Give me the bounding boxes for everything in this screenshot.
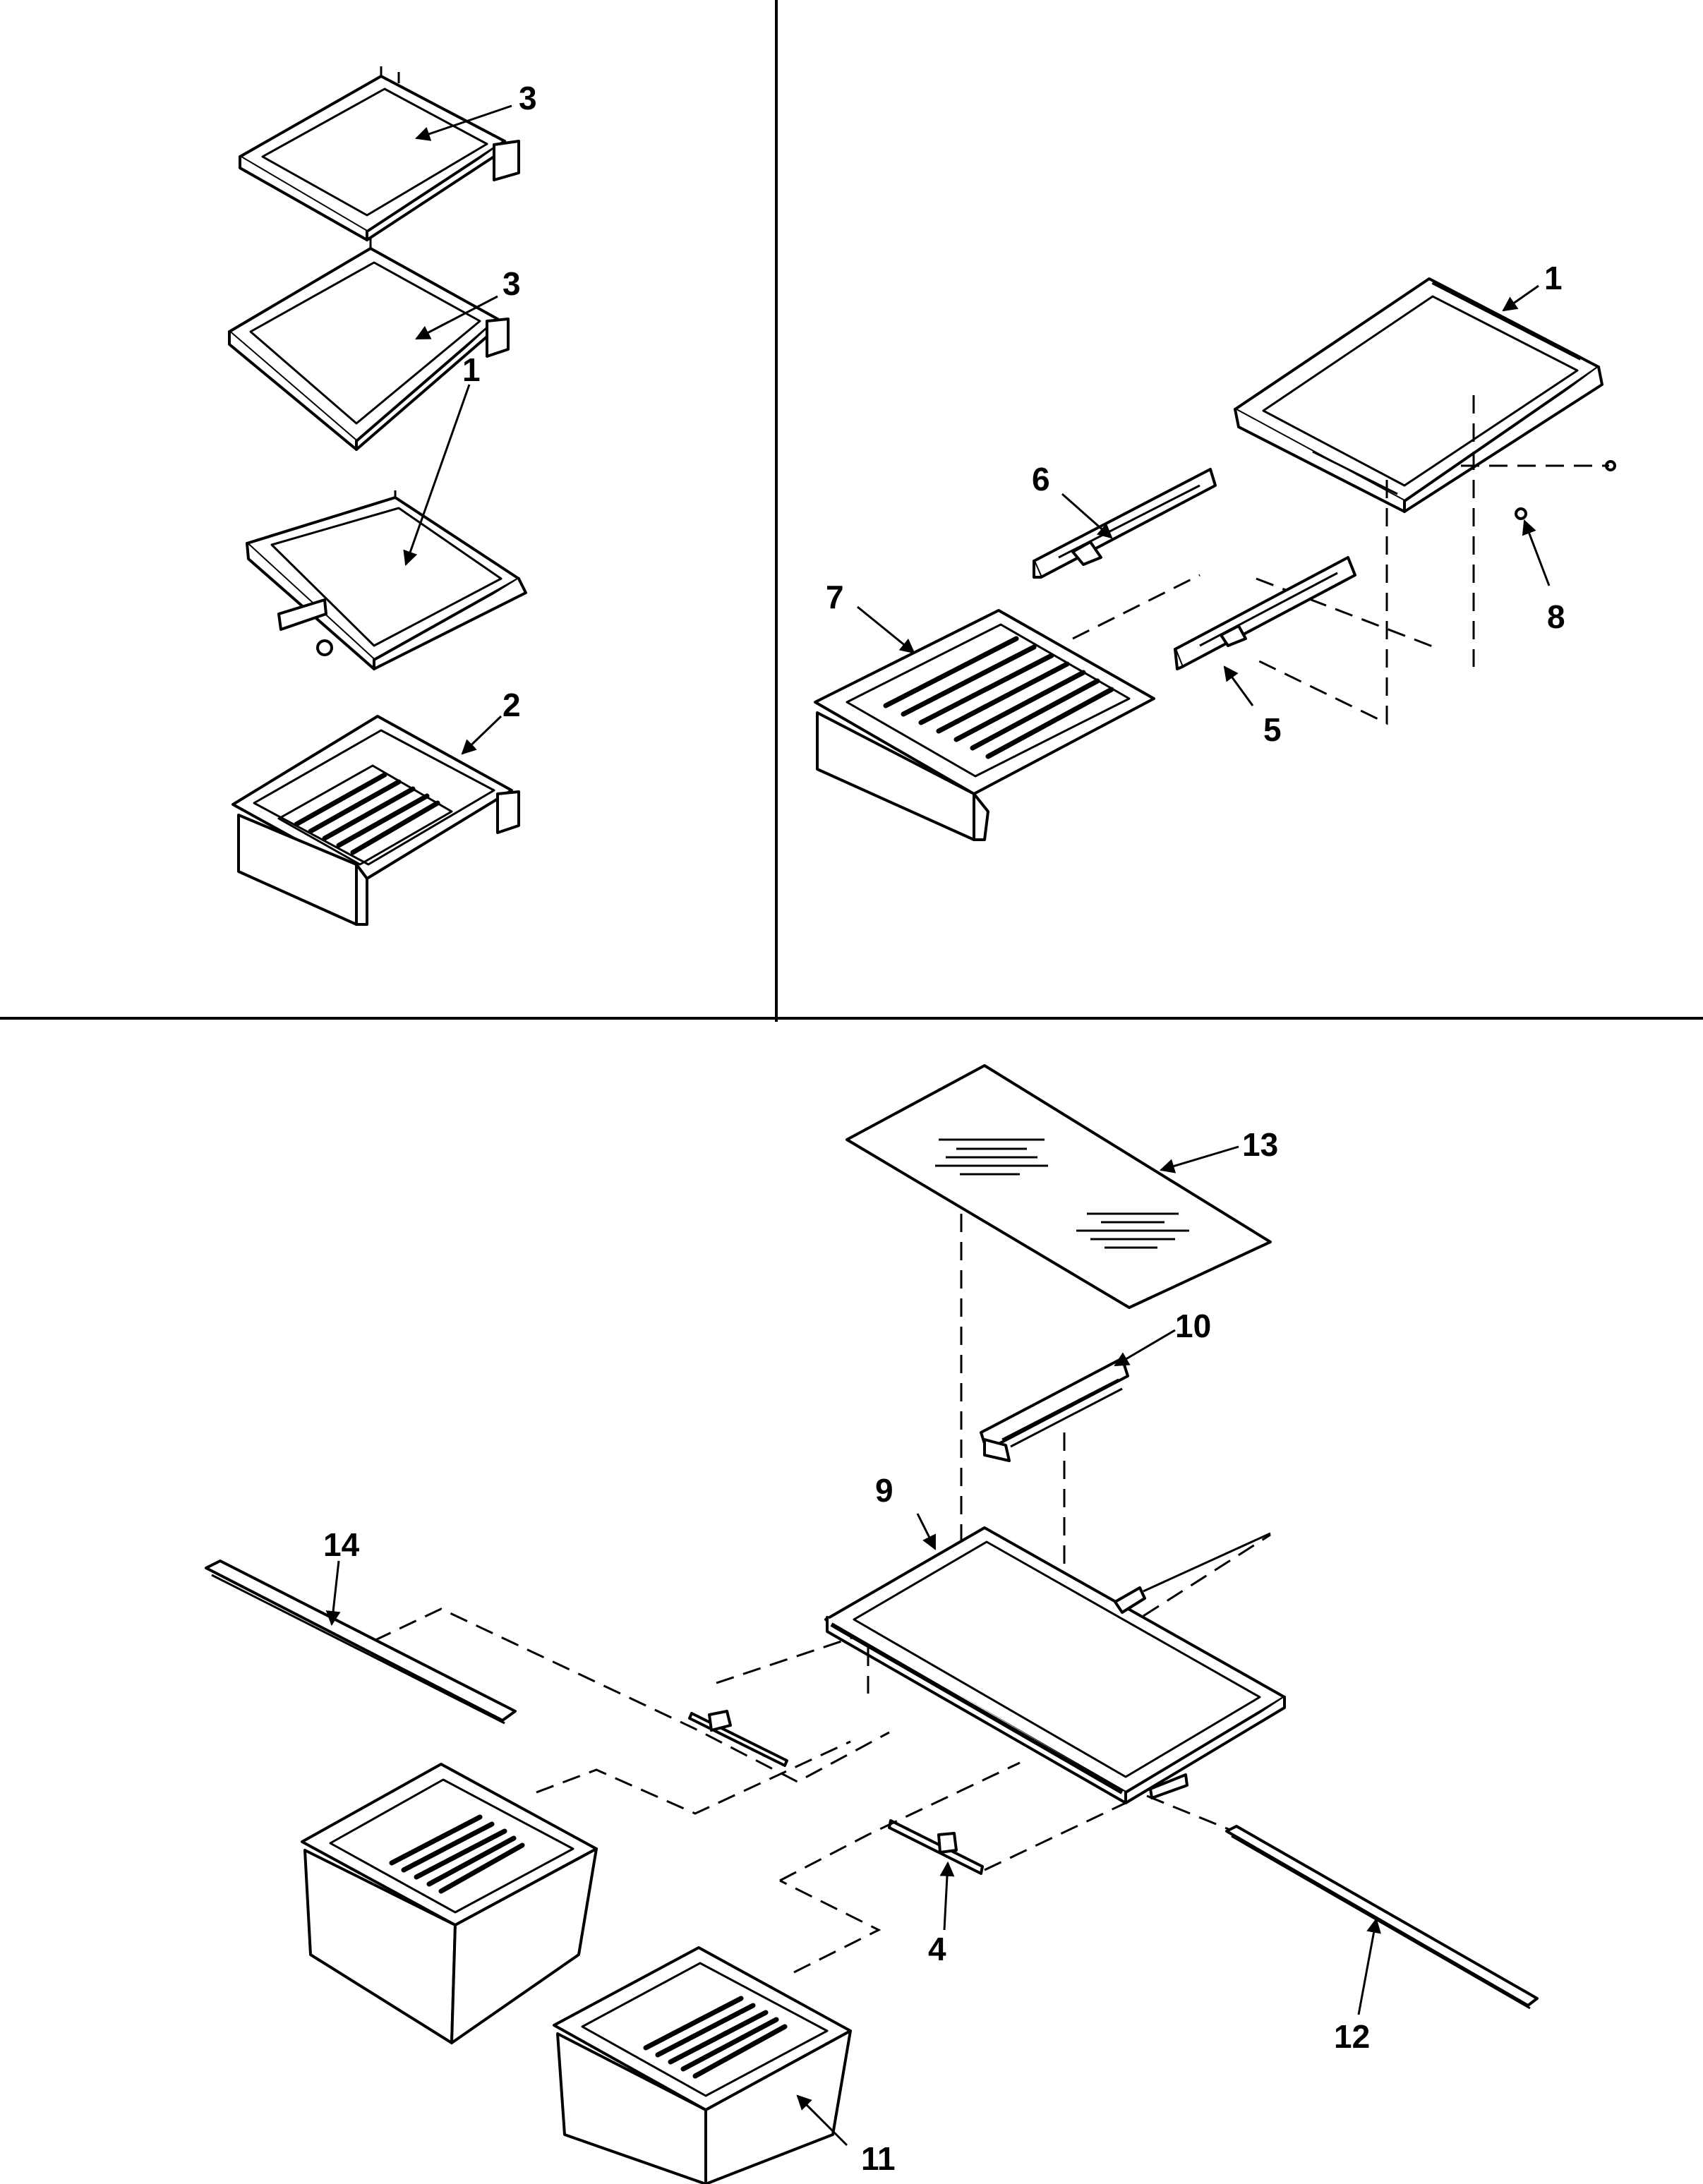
- dash-alignment-1: [1256, 480, 1388, 725]
- callout-shelf-3-second: 3: [503, 265, 521, 302]
- dash-alignment-4: [1072, 574, 1200, 640]
- dash-bracket4-route: [984, 1802, 1126, 1871]
- trim-part-14: [205, 1559, 517, 1725]
- slide-part-10: [980, 1357, 1129, 1462]
- leader-line-drawer-2: [461, 715, 503, 755]
- callout-slide-5: 5: [1263, 711, 1282, 748]
- shelf-part-1-third: [246, 490, 527, 670]
- slide-part-5: [1174, 556, 1356, 670]
- dash-frame-right: [1143, 1533, 1271, 1617]
- dash-frame-rail12: [1146, 1794, 1243, 1836]
- callout-crisper-11: 11: [861, 2140, 896, 2177]
- leader-line-shelf-1-right: [1502, 284, 1539, 312]
- leader-line-slide-5: [1223, 665, 1254, 706]
- leader-line-frame-9: [916, 1513, 937, 1550]
- callout-trim-12: 12: [1334, 2018, 1370, 2055]
- leader-line-drawer-7: [857, 605, 915, 654]
- shelf-part-1-right: [1234, 277, 1616, 513]
- leader-line-shelf-3-top: [415, 104, 512, 141]
- callout-drawer-7: 7: [826, 579, 844, 615]
- leader-line-slide-6: [1061, 493, 1113, 539]
- shelf-part-3-second: [228, 239, 510, 451]
- dash-lower-crisper: [779, 1879, 881, 1974]
- shelf-frame-part-9: [824, 1526, 1286, 1804]
- dash-lower-bracket: [779, 1761, 1021, 1882]
- bracket-upper: [688, 1710, 788, 1767]
- drawer-assembly-part-2: [231, 715, 520, 926]
- glass-shelf-part-13: [846, 1064, 1272, 1309]
- callout-shelf-1-right: 1: [1544, 260, 1563, 296]
- leader-line-glass-13: [1159, 1145, 1239, 1174]
- bracket-part-4: [888, 1819, 984, 1875]
- leader-line-screw-8: [1522, 519, 1551, 586]
- callout-slide-10: 10: [1175, 1308, 1211, 1344]
- dash-crisper-upper-route: [536, 1740, 851, 1815]
- dash-upper-bracket: [716, 1636, 855, 1684]
- callout-glass-13: 13: [1242, 1126, 1278, 1163]
- callout-shelf-3-top: 3: [519, 80, 537, 116]
- callout-trim-14: 14: [323, 1526, 360, 1563]
- slide-part-6: [1033, 468, 1217, 579]
- dash-trim14-route: [373, 1607, 890, 1783]
- crisper-upper: [301, 1763, 598, 2044]
- trim-part-12: [1225, 1825, 1539, 2010]
- leader-line-slide-10: [1114, 1329, 1176, 1367]
- callout-screw-8: 8: [1547, 598, 1565, 635]
- shelf-part-3-top: [239, 66, 520, 241]
- leader-line-trim-12: [1357, 1917, 1381, 2015]
- screw-part-8: [1515, 507, 1527, 520]
- drawer-part-7: [814, 609, 1155, 841]
- callout-drawer-2: 2: [503, 687, 521, 723]
- leader-line-bracket-4: [939, 1861, 955, 1931]
- callout-slide-6: 6: [1032, 461, 1050, 497]
- callout-bracket-4: 4: [928, 1931, 946, 1967]
- leader-line-trim-14: [325, 1560, 341, 1627]
- crisper-part-11: [553, 1946, 852, 2184]
- leader-line-shelf-3-second: [415, 295, 498, 340]
- callout-frame-9: 9: [875, 1472, 893, 1509]
- callout-shelf-1-third: 1: [462, 351, 481, 388]
- leader-line-shelf-1-third: [403, 384, 471, 566]
- leader-line-crisper-11: [796, 2094, 848, 2147]
